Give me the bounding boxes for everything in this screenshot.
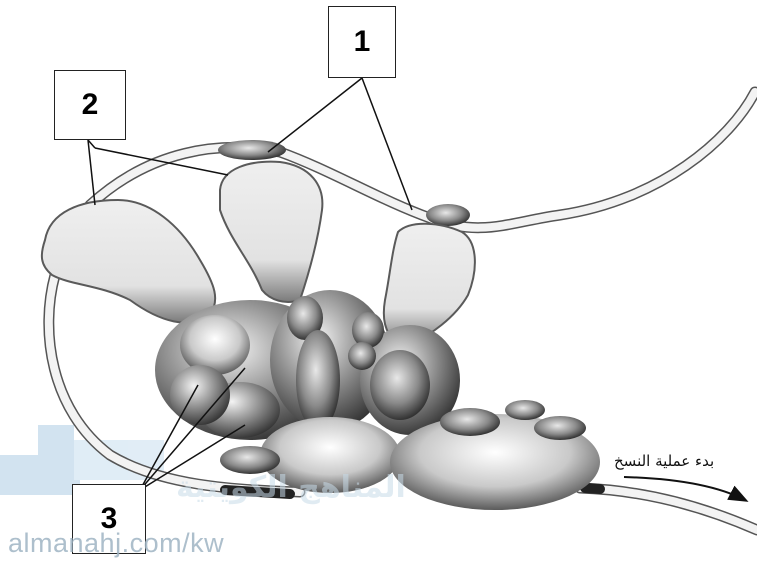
strand-piece-right <box>426 204 470 226</box>
label-1: 1 <box>328 6 396 78</box>
label-2: 2 <box>54 70 126 140</box>
strand-piece-left <box>218 140 286 160</box>
upper-strand-fill <box>90 92 755 228</box>
watermark-text: almanahj.com/kw <box>8 528 224 559</box>
replication-start-caption: بدء عملية النسخ <box>614 452 714 470</box>
upper-strand-outline <box>90 92 755 228</box>
watermark-arabic: المناهج الكويتية <box>176 470 406 505</box>
lobe-left <box>42 200 215 323</box>
lobe-middle <box>220 162 322 302</box>
